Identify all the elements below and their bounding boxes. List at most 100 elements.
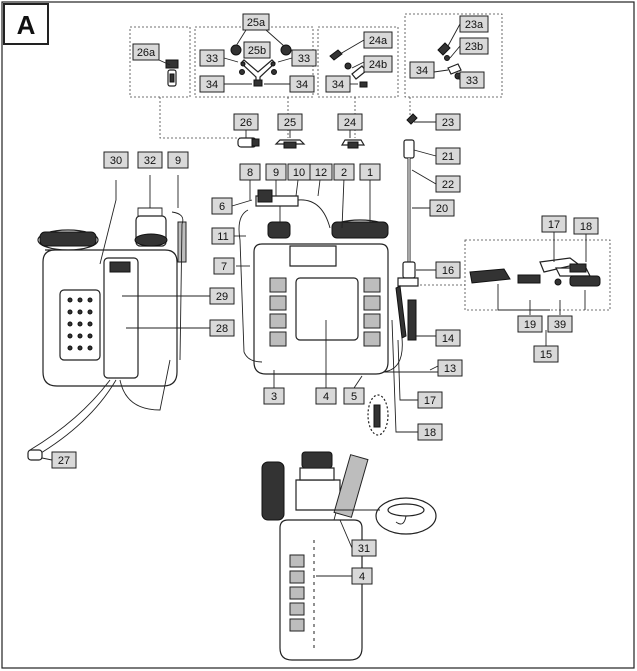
svg-text:26: 26 <box>240 117 252 129</box>
svg-text:16: 16 <box>442 265 454 277</box>
callout-30: 30 <box>103 151 129 169</box>
dash-link-26 <box>159 97 240 139</box>
svg-text:14: 14 <box>442 333 454 345</box>
nozzle-26 <box>237 137 260 148</box>
callout-3: 3 <box>263 387 285 405</box>
callout-11: 11 <box>211 227 235 245</box>
svg-text:10: 10 <box>293 167 305 179</box>
svg-text:4: 4 <box>359 571 365 583</box>
svg-text:13: 13 <box>444 363 456 375</box>
svg-text:18: 18 <box>424 427 436 439</box>
callout-19: 19 <box>517 315 543 333</box>
figure-label-box: A <box>3 3 49 45</box>
callout-10: 10 <box>287 163 311 181</box>
callout-25a: 25a <box>242 13 270 31</box>
svg-text:19: 19 <box>524 319 536 331</box>
callout-2: 2 <box>333 163 355 181</box>
svg-text:27: 27 <box>58 455 70 467</box>
detail-box-26a <box>129 26 191 98</box>
callout-33-right: 33 <box>291 49 317 67</box>
nozzle-25 <box>274 139 306 149</box>
callout-4-bottom: 4 <box>351 567 373 585</box>
callout-24b: 24b <box>363 55 393 73</box>
svg-text:5: 5 <box>351 391 357 403</box>
callout-18-bottom: 18 <box>417 423 443 441</box>
svg-text:15: 15 <box>540 349 552 361</box>
nozzle-parts-26a <box>165 59 179 87</box>
figure-label: A <box>17 10 36 40</box>
svg-text:34: 34 <box>206 79 218 91</box>
callout-23b: 23b <box>459 37 489 55</box>
svg-text:30: 30 <box>110 155 122 167</box>
svg-text:11: 11 <box>217 231 228 243</box>
callout-5: 5 <box>343 387 365 405</box>
callout-31: 31 <box>351 539 377 557</box>
spray-lance <box>379 113 440 373</box>
svg-text:25a: 25a <box>247 17 266 29</box>
callout-25b: 25b <box>243 41 271 59</box>
callout-16: 16 <box>435 261 461 279</box>
svg-text:8: 8 <box>247 167 253 179</box>
tank-ribs <box>67 297 93 351</box>
callout-21: 21 <box>435 147 461 165</box>
svg-text:3: 3 <box>271 391 277 403</box>
callout-4-front: 4 <box>315 387 337 405</box>
callout-20: 20 <box>429 199 455 217</box>
svg-text:29: 29 <box>216 291 228 303</box>
callout-24a: 24a <box>363 31 393 49</box>
svg-text:23: 23 <box>442 117 454 129</box>
callout-29: 29 <box>209 287 235 305</box>
callout-32: 32 <box>137 151 163 169</box>
svg-text:2: 2 <box>341 167 347 179</box>
svg-text:25: 25 <box>284 117 296 129</box>
tank-side-ribs <box>289 554 305 632</box>
svg-text:33: 33 <box>466 75 478 87</box>
handle-parts-detail <box>469 257 601 287</box>
callout-33-23: 33 <box>459 71 485 89</box>
sprayer-front-view <box>238 189 389 436</box>
callout-26a: 26a <box>132 43 160 61</box>
callout-6: 6 <box>211 197 233 215</box>
svg-text:24b: 24b <box>369 59 387 71</box>
callout-27: 27 <box>51 451 77 469</box>
callout-14: 14 <box>435 329 461 347</box>
sprayer-side-view <box>27 207 187 461</box>
nozzle-parts-25 <box>230 44 292 87</box>
svg-text:31: 31 <box>358 543 370 555</box>
nozzle-parts-24 <box>329 49 368 88</box>
svg-text:23a: 23a <box>465 19 484 31</box>
callout-34-right: 34 <box>289 75 315 93</box>
svg-text:32: 32 <box>144 155 156 167</box>
svg-text:34: 34 <box>296 79 308 91</box>
svg-text:21: 21 <box>442 151 454 163</box>
svg-text:1: 1 <box>367 167 373 179</box>
svg-text:17: 17 <box>548 219 560 231</box>
callout-17-bottom: 17 <box>417 391 443 409</box>
svg-text:34: 34 <box>332 79 344 91</box>
callout-33-left: 33 <box>199 49 225 67</box>
callout-7: 7 <box>213 257 235 275</box>
callout-34-23: 34 <box>409 61 435 79</box>
svg-text:9: 9 <box>175 155 181 167</box>
callout-9-left: 9 <box>167 151 189 169</box>
svg-text:9: 9 <box>273 167 279 179</box>
callout-15: 15 <box>533 345 559 363</box>
callout-8: 8 <box>239 163 261 181</box>
nozzle-24 <box>340 139 366 149</box>
callout-28: 28 <box>209 319 235 337</box>
svg-text:22: 22 <box>442 179 454 191</box>
callout-39: 39 <box>547 315 573 333</box>
callout-17-top: 17 <box>541 215 567 233</box>
callout-24: 24 <box>337 113 363 131</box>
callout-23: 23 <box>435 113 461 131</box>
svg-text:39: 39 <box>554 319 566 331</box>
svg-text:17: 17 <box>424 395 436 407</box>
svg-text:28: 28 <box>216 323 228 335</box>
svg-text:18: 18 <box>580 221 592 233</box>
callout-12: 12 <box>309 163 333 181</box>
detail-box-24 <box>317 26 399 98</box>
callout-23a: 23a <box>459 15 489 33</box>
callout-34-24: 34 <box>325 75 351 93</box>
svg-text:12: 12 <box>315 167 327 179</box>
